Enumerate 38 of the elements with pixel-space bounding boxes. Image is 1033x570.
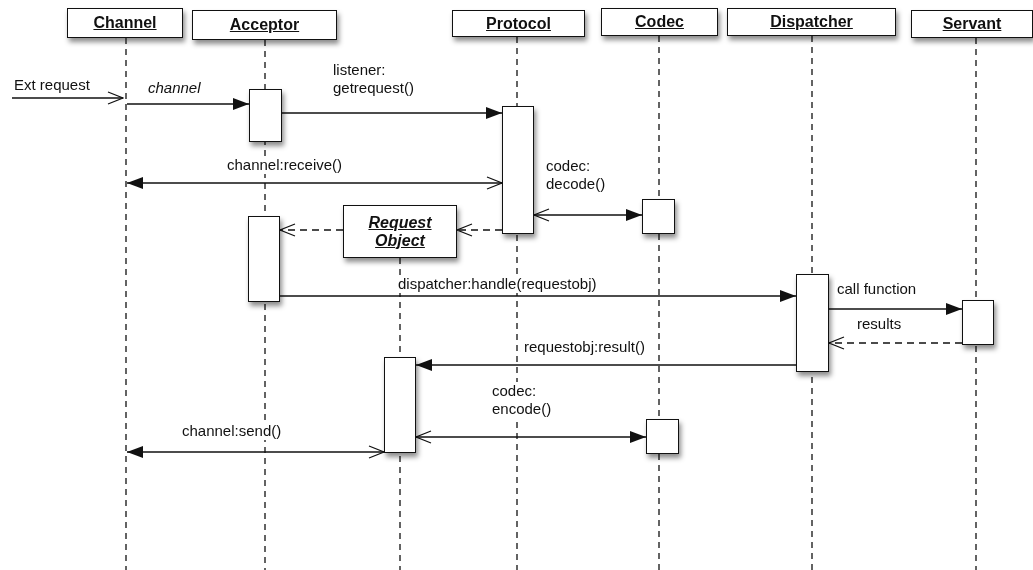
dashed-arrow — [828, 336, 963, 350]
activation-bar — [962, 300, 994, 345]
arrow — [415, 359, 797, 371]
activation-bar — [646, 419, 679, 454]
participant-box — [727, 8, 896, 36]
activation-bar — [384, 357, 416, 453]
participant-name: Protocol — [486, 14, 551, 33]
arrow — [828, 303, 963, 315]
participant-name: Codec — [635, 13, 684, 31]
arrow — [126, 445, 385, 459]
participant-name: Channel — [93, 14, 157, 32]
participant-name: Acceptor — [229, 16, 300, 34]
activation-bar — [796, 274, 829, 372]
participant-box — [601, 8, 718, 36]
participant-box — [452, 10, 585, 37]
arrow — [11, 91, 124, 105]
activation-bar — [642, 199, 675, 234]
arrow — [126, 176, 503, 190]
edge-label: requestobj:result() — [522, 338, 647, 356]
arrow — [279, 290, 797, 302]
object-box — [343, 205, 457, 258]
participant-box — [911, 10, 1033, 38]
dashed-arrow — [456, 223, 503, 237]
dashed-arrow — [279, 223, 344, 237]
arrow — [533, 208, 643, 222]
edge-label: channel:receive() — [225, 156, 345, 174]
edge-label: channel:send() — [180, 422, 284, 440]
object-name: Request Object — [367, 213, 433, 250]
activation-bar — [249, 89, 282, 142]
arrow — [126, 98, 250, 110]
participant-name: Dispatcher — [770, 13, 853, 31]
activation-bar — [502, 106, 534, 234]
participant-name: Servant — [942, 15, 1002, 33]
participant-box — [192, 10, 337, 40]
arrow — [281, 107, 503, 119]
arrow — [415, 430, 647, 444]
edge-label: dispatcher:handle(requestobj) — [396, 275, 599, 293]
activation-bar — [248, 216, 280, 302]
